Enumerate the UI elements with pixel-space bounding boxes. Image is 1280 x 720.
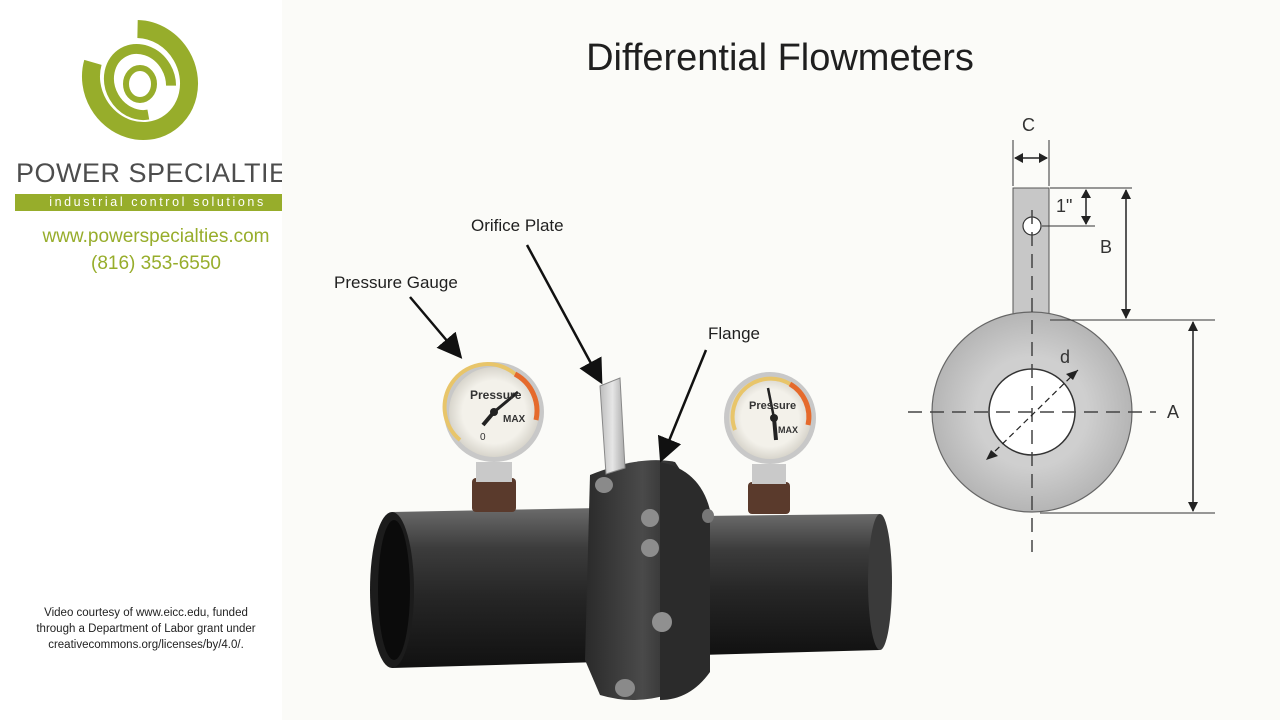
power-specialties-logo-icon <box>81 19 199 141</box>
gauge-right-word: Pressure <box>749 400 797 412</box>
pipe-left <box>370 508 600 668</box>
gauge-left-word: Pressure <box>470 388 522 402</box>
pressure-gauge-label: Pressure Gauge <box>334 273 458 292</box>
dimension-a-label: A <box>1167 402 1180 422</box>
dimension-c-label: C <box>1022 115 1035 135</box>
website-link[interactable]: www.powerspecialties.com <box>42 226 270 247</box>
brand-name: POWER SPECIALTIES <box>16 158 307 188</box>
pipe-right <box>700 514 892 655</box>
orifice-plate-label: Orifice Plate <box>471 216 564 235</box>
flange <box>585 460 714 700</box>
gauge-left-zero: 0 <box>480 432 486 443</box>
orifice-plate-technical-drawing <box>908 140 1215 552</box>
pressure-gauge-arrow <box>409 296 463 359</box>
gauge-left-max: MAX <box>503 414 526 425</box>
dimension-d-label: d <box>1060 347 1071 367</box>
pressure-gauge-right <box>724 372 816 514</box>
credit-line-1: Video courtesy of www.eicc.edu, funded <box>44 607 248 619</box>
flange-label: Flange <box>708 324 760 343</box>
orifice-plate-tab <box>599 377 626 475</box>
dimension-1-inch-label: 1" <box>1056 196 1073 216</box>
flange-arrow <box>657 349 708 463</box>
video-credit: Video courtesy of www.eicc.edu, funded t… <box>0 605 292 653</box>
branding-sidebar: POWER SPECIALTIES industrial control sol… <box>0 0 306 720</box>
credit-line-2: through a Department of Labor grant unde… <box>36 623 256 635</box>
pressure-gauge-left <box>442 362 544 512</box>
credit-line-3: creativecommons.org/licenses/by/4.0/. <box>48 639 244 651</box>
phone-number: (816) 353-6550 <box>91 253 221 274</box>
dimension-b-label: B <box>1100 237 1113 257</box>
orifice-plate-arrow <box>525 244 603 385</box>
gauge-right-max: MAX <box>778 425 798 435</box>
brand-tagline: industrial control solutions <box>15 194 300 211</box>
slide-title: Differential Flowmeters <box>586 37 974 79</box>
